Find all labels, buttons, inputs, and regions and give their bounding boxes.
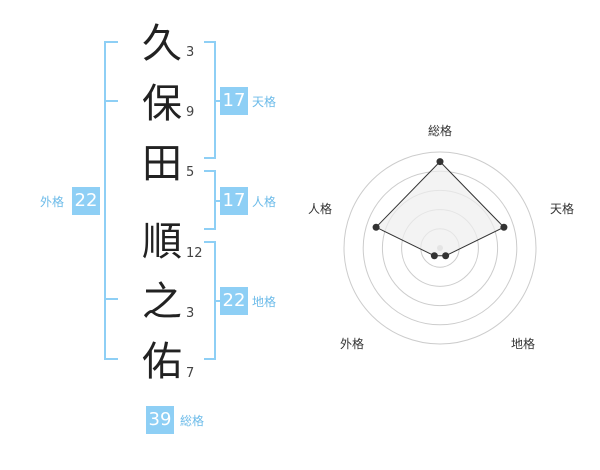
name-char-1: 久 <box>142 21 182 67</box>
jinkaku-label: 人格 <box>252 195 277 209</box>
stroke-count-3: 5 <box>186 165 195 180</box>
radar-point-2 <box>500 223 508 231</box>
radar-label-soukaku: 総格 <box>427 124 452 138</box>
radar-label-gaikaku: 外格 <box>339 337 364 351</box>
name-char-3: 田 <box>142 141 182 187</box>
soukaku-value: 39 <box>146 406 174 434</box>
radar-point-4 <box>430 252 438 260</box>
radar-label-tenkaku: 天格 <box>549 202 574 216</box>
radar-point-5 <box>372 223 380 231</box>
radar-chart <box>343 151 537 345</box>
chikaku-value: 22 <box>220 287 248 315</box>
stroke-count-4: 12 <box>186 246 203 261</box>
stroke-count-2: 9 <box>186 105 195 120</box>
radar-grid-ring <box>343 151 537 345</box>
name-char-2: 保 <box>142 81 182 127</box>
radar-label-jinkaku: 人格 <box>307 202 332 216</box>
radar-label-chikaku: 地格 <box>510 337 535 351</box>
jinkaku-value: 17 <box>220 187 248 215</box>
radar-point-3 <box>442 252 450 260</box>
gaikaku-label: 外格 <box>40 195 65 209</box>
stroke-count-5: 3 <box>186 306 195 321</box>
name-char-6: 佑 <box>142 339 182 385</box>
radar-point-1 <box>436 158 444 166</box>
gaikaku-value: 22 <box>72 187 100 215</box>
chikaku-label: 地格 <box>252 295 277 309</box>
tenkaku-label: 天格 <box>252 95 277 109</box>
stroke-count-6: 7 <box>186 366 195 381</box>
soukaku-label: 総格 <box>180 414 205 428</box>
radar-polygon <box>375 160 505 257</box>
stroke-count-1: 3 <box>186 45 195 60</box>
name-char-5: 之 <box>142 279 182 325</box>
name-char-4: 順 <box>142 219 182 265</box>
tenkaku-value: 17 <box>220 87 248 115</box>
